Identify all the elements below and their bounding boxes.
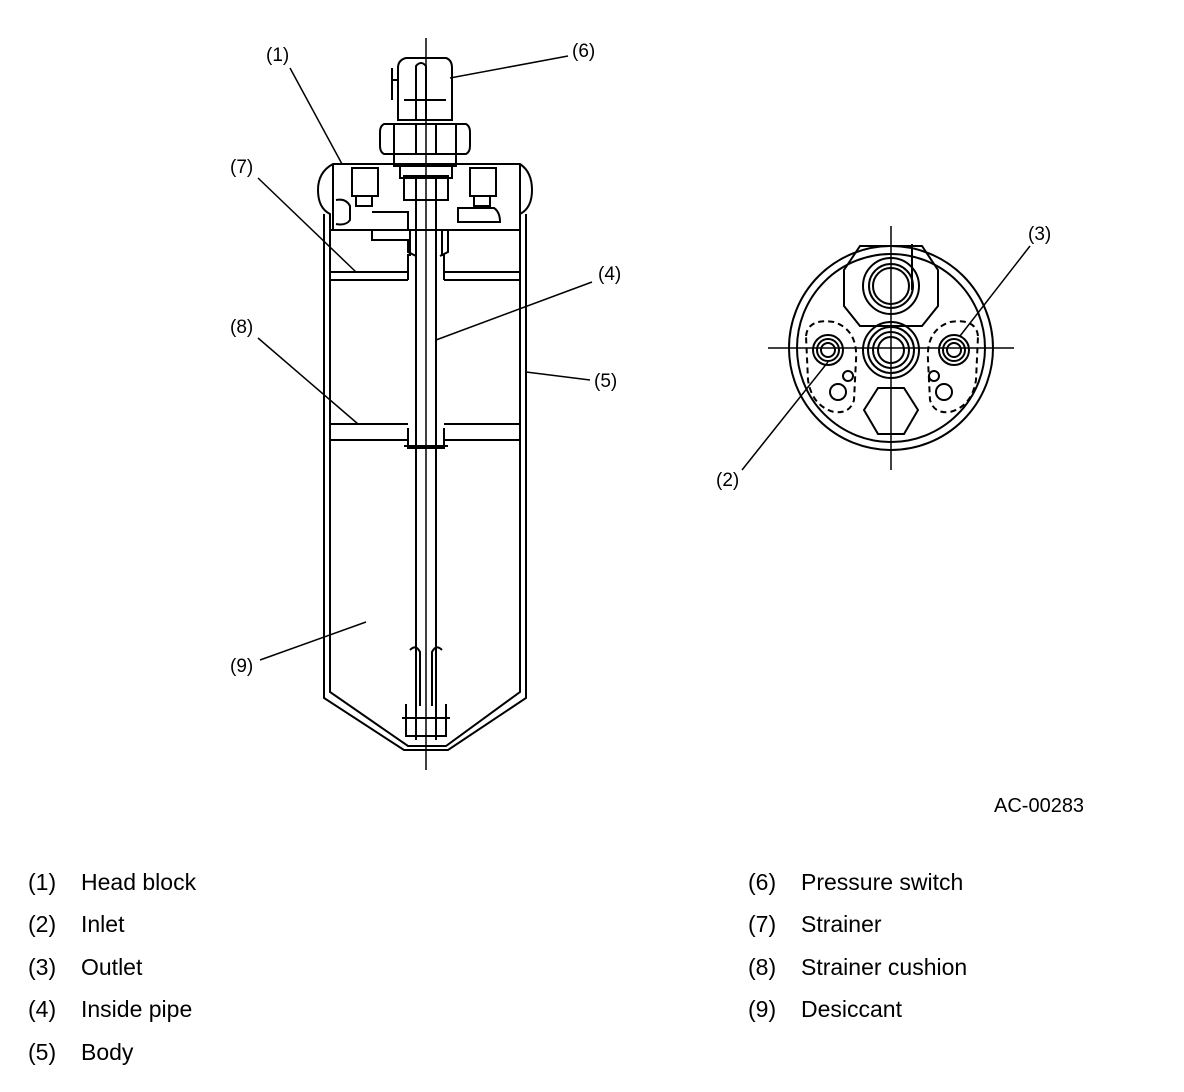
legend-item: (5) Body (28, 1038, 196, 1080)
receiver-drier-diagram: (1) (6) (7) (4) (5) (8) (9) (2) (3) (230, 38, 1051, 770)
end-view-center-fitting (862, 321, 920, 379)
leader-line-9 (259, 621, 367, 661)
strainer-shape (330, 254, 520, 281)
end-view-bottom-hex (862, 387, 920, 435)
inside-pipe-shape (402, 178, 450, 740)
legend-label: Inside pipe (81, 996, 193, 1023)
callout-9: (9) (230, 656, 253, 677)
legend-number: (2) (28, 911, 57, 938)
legend-left: (1) Head block (2) Inlet (3) Outlet (4) Insi… (28, 868, 196, 1080)
legend-item: (3) Outlet (28, 953, 196, 995)
legend-number: (5) (28, 1038, 57, 1065)
legend-item: (1) Head block (28, 868, 196, 910)
leader-line-5 (525, 371, 591, 381)
end-view (768, 226, 1014, 470)
leader-line-4 (435, 281, 593, 341)
legend-item: (2) Inlet (28, 910, 196, 952)
leader-line-2 (741, 361, 829, 471)
leader-line-6 (449, 55, 569, 79)
legend-number: (4) (28, 996, 57, 1023)
legend-item: (9) Desiccant (748, 995, 967, 1037)
legend-item: (4) Inside pipe (28, 995, 196, 1037)
legend-label: Pressure switch (801, 869, 964, 895)
legend-number: (3) (28, 953, 57, 980)
legend-number: (7) (748, 911, 777, 938)
end-view-inlet-port (804, 320, 858, 414)
callout-6: (6) (572, 41, 595, 62)
legend-label: Inlet (81, 911, 125, 938)
leader-lines (257, 55, 1031, 661)
end-view-outlet-port (926, 320, 980, 414)
legend-label: Outlet (81, 953, 143, 980)
legend-label: Strainer (801, 911, 882, 938)
legend-item: (7) Strainer (748, 910, 967, 952)
body-shape (323, 214, 527, 751)
reference-code: AC-00283 (994, 795, 1085, 817)
legend-label: Body (81, 1038, 134, 1065)
legend-number: (6) (748, 869, 777, 895)
legend-item: (6) Pressure switch (748, 868, 967, 910)
legend-number: (8) (748, 953, 777, 980)
pressure-switch-shape (379, 57, 471, 179)
legend-label: Desiccant (801, 996, 902, 1023)
callout-5: (5) (594, 371, 617, 392)
callout-labels: (1) (6) (7) (4) (5) (8) (9) (2) (3) (230, 41, 1051, 677)
leader-line-8 (257, 337, 359, 425)
callout-2: (2) (716, 470, 739, 491)
callout-8: (8) (230, 317, 253, 338)
callout-1: (1) (266, 45, 289, 66)
callout-4: (4) (598, 264, 621, 285)
legend-number: (1) (28, 869, 57, 895)
callout-3: (3) (1028, 224, 1051, 245)
leader-line-7 (257, 177, 357, 273)
strainer-cushion-shape (330, 423, 520, 449)
legend-label: Head block (81, 869, 197, 895)
legend-number: (9) (748, 996, 777, 1023)
legend-right: (6) Pressure switch (7) Strainer (8) Strain… (748, 868, 967, 1038)
legend-item: (8) Strainer cushion (748, 953, 967, 995)
callout-7: (7) (230, 157, 253, 178)
end-view-switch-fitting (843, 244, 939, 327)
legend-label: Strainer cushion (801, 953, 968, 980)
leader-line-1 (289, 67, 343, 165)
leader-line-3 (959, 245, 1031, 337)
receiver-drier-section-view (316, 38, 534, 770)
